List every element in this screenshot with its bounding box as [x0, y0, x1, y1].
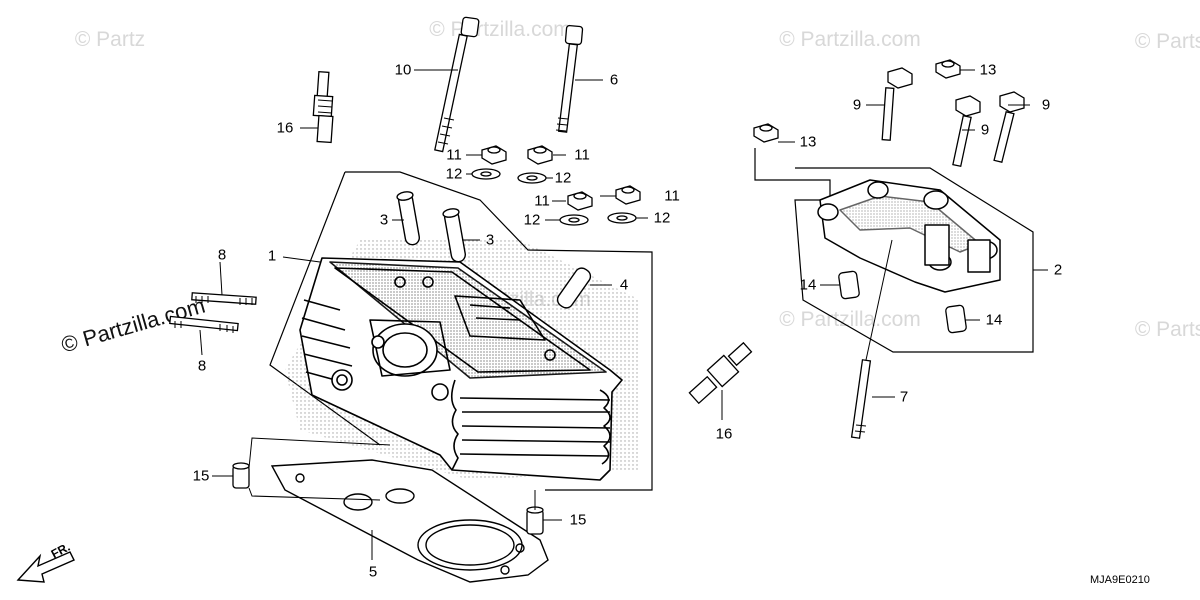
diagram-code: MJA9E0210 — [1090, 574, 1150, 586]
callout-3-upper: 3 — [379, 211, 389, 229]
callout-13-left: 13 — [799, 133, 817, 151]
watermark-middle-right: © Partzilla.com — [779, 308, 921, 331]
callout-12-d: 12 — [653, 209, 671, 227]
holder-assembly-outline — [754, 148, 1034, 353]
front-arrow-icon — [16, 551, 75, 583]
cylinder-head — [299, 257, 623, 481]
callout-5: 5 — [368, 563, 378, 581]
callout-15-left: 15 — [192, 467, 210, 485]
callout-8-lower: 8 — [197, 357, 207, 375]
callout-11-d: 11 — [664, 187, 680, 205]
washers-12 — [471, 168, 637, 226]
nuts-11 — [481, 145, 641, 211]
callout-13-top: 13 — [979, 61, 997, 79]
callout-6: 6 — [609, 71, 619, 89]
callout-8-upper: 8 — [217, 246, 227, 264]
watermark-far-right-top: © Parts — [1134, 30, 1200, 53]
callout-1: 1 — [267, 247, 277, 265]
rocker-arm-holder — [817, 179, 1001, 293]
stud-bolts-8 — [169, 292, 257, 333]
callout-11-a: 11 — [446, 146, 462, 164]
bolts-9 — [881, 67, 1025, 168]
callout-11-c: 11 — [534, 192, 550, 210]
leader-lines — [199, 69, 1048, 560]
flange-bolt-10 — [434, 16, 480, 153]
callout-9-right: 9 — [1041, 96, 1051, 114]
callout-16-left: 16 — [276, 119, 294, 137]
spark-plug-right — [688, 341, 753, 405]
callout-16-right: 16 — [715, 425, 733, 443]
callout-10: 10 — [394, 61, 412, 79]
callout-7: 7 — [899, 388, 909, 406]
guide-part-4 — [556, 267, 592, 309]
callout-11-b: 11 — [574, 146, 590, 164]
callout-9-middle: 9 — [980, 121, 990, 139]
callout-2: 2 — [1053, 261, 1063, 279]
watermark-top-left: © Partz — [74, 28, 146, 51]
flange-bolt-6 — [555, 24, 584, 133]
callout-14-left: 14 — [799, 276, 817, 294]
stud-bolt-7 — [850, 239, 893, 439]
nuts-13 — [753, 59, 961, 143]
callout-12-a: 12 — [445, 165, 463, 183]
callout-15-right: 15 — [569, 511, 587, 529]
callout-9-left: 9 — [852, 96, 862, 114]
head-gasket — [270, 459, 549, 583]
callout-3-lower: 3 — [485, 231, 495, 249]
watermark-far-right-mid: © Parts — [1134, 318, 1200, 341]
callout-4: 4 — [619, 276, 629, 294]
callout-12-c: 12 — [523, 211, 541, 229]
valve-guides — [396, 191, 466, 263]
watermark-top-right: © Partzilla.com — [779, 28, 921, 51]
callout-12-b: 12 — [554, 169, 572, 187]
callout-14-right: 14 — [985, 311, 1003, 329]
spark-plug-left — [312, 70, 334, 144]
dowel-pins-14 — [838, 270, 967, 334]
